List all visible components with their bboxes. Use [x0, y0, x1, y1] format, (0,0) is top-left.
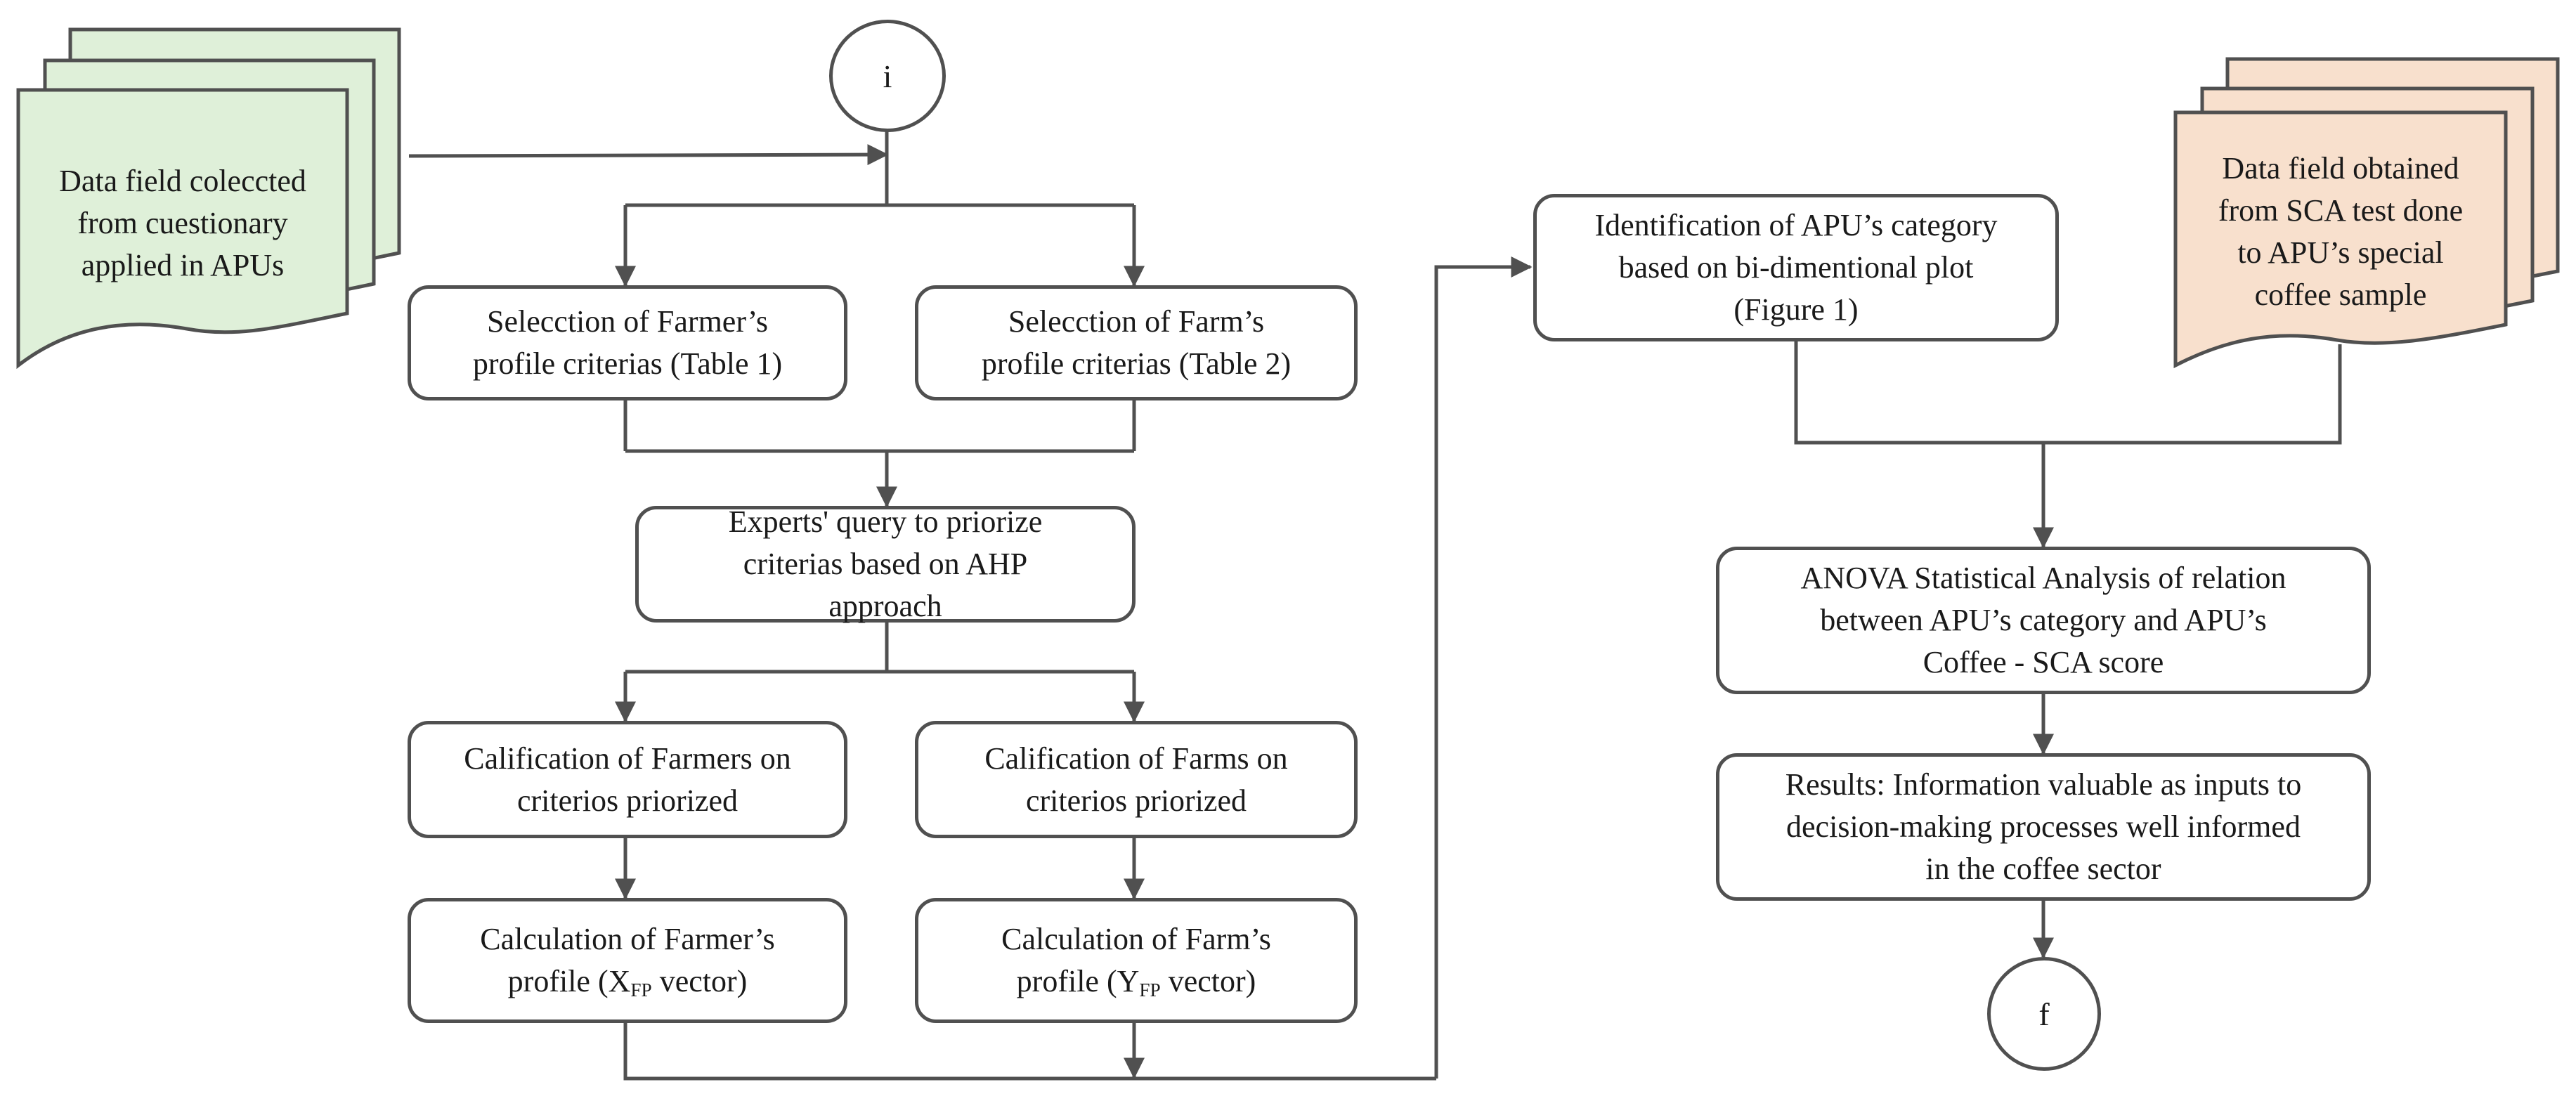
input-document-questionnaire — [16, 27, 401, 370]
input-document-sca-test — [2173, 57, 2560, 369]
farmer-profile-suffix: vector) — [651, 964, 748, 998]
experts-query-text: Experts' query to priorize criterias bas… — [728, 504, 1043, 623]
farmer-profile-line1: Calculation of Farmer’s — [480, 922, 775, 957]
results-text: Results: Information valuable as inputs … — [1785, 767, 2302, 886]
farmers-calification-node: Calification of Farmers on criterios pri… — [408, 721, 847, 838]
document-front-sheet — [2173, 110, 2508, 369]
document-questionnaire-text: Data field coleccted from cuestionary ap… — [59, 164, 306, 282]
farms-calification-text: Calification of Farms on criterios prior… — [984, 741, 1288, 818]
farmer-criteria-node: Selecction of Farmer’s profile criterias… — [408, 285, 847, 400]
end-connector-label: f — [2038, 996, 2050, 1032]
farmer-profile-node: Calculation of Farmer’s profile (XFP vect… — [408, 898, 847, 1023]
farm-profile-line1: Calculation of Farm’s — [1001, 922, 1271, 957]
start-connector: i — [829, 20, 946, 132]
farm-criteria-text: Selecction of Farm’s profile criterias (… — [981, 304, 1292, 381]
farmer-profile-text: Calculation of Farmer’s profile (XFP vect… — [480, 918, 775, 1003]
farmer-profile-subscript: FP — [630, 979, 652, 1001]
arrow-to-identification — [1434, 256, 1533, 1079]
farmer-criteria-text: Selecction of Farmer’s profile criterias… — [472, 304, 783, 381]
line-criteria-merge — [623, 400, 1136, 453]
identification-node: Identification of APU’s category based o… — [1533, 194, 2059, 341]
identification-text: Identification of APU’s category based o… — [1594, 208, 1998, 327]
results-node: Results: Information valuable as inputs … — [1716, 753, 2371, 901]
farm-profile-subscript: FP — [1139, 979, 1161, 1001]
farm-profile-text: Calculation of Farm’s profile (YFP vector… — [1001, 918, 1271, 1003]
anova-node: ANOVA Statistical Analysis of relation b… — [1716, 547, 2371, 694]
farm-criteria-node: Selecction of Farm’s profile criterias (… — [915, 285, 1358, 400]
document-front-sheet — [16, 88, 349, 370]
farm-profile-prefix: profile (Y — [1016, 964, 1140, 998]
farmers-calification-text: Calification of Farmers on criterios pri… — [464, 741, 791, 818]
farmer-profile-prefix: profile (X — [507, 964, 631, 998]
line-experts-split — [625, 623, 1134, 674]
farm-profile-suffix: vector) — [1160, 964, 1256, 998]
line-profiles-merge — [623, 1023, 1436, 1081]
anova-text: ANOVA Statistical Analysis of relation b… — [1800, 561, 2286, 679]
experts-query-node: Experts' query to priorize criterias bas… — [635, 504, 1136, 623]
start-connector-label: i — [883, 58, 892, 94]
farm-profile-node: Calculation of Farm’s profile (YFP vector… — [915, 898, 1358, 1023]
farms-calification-node: Calification of Farms on criterios prior… — [915, 721, 1358, 838]
document-sca-test-text: Data field obtained from SCA test done t… — [2218, 151, 2464, 312]
arrow-document-to-start — [408, 144, 889, 166]
end-connector: f — [1987, 957, 2101, 1071]
line-to-join — [1794, 341, 2342, 445]
